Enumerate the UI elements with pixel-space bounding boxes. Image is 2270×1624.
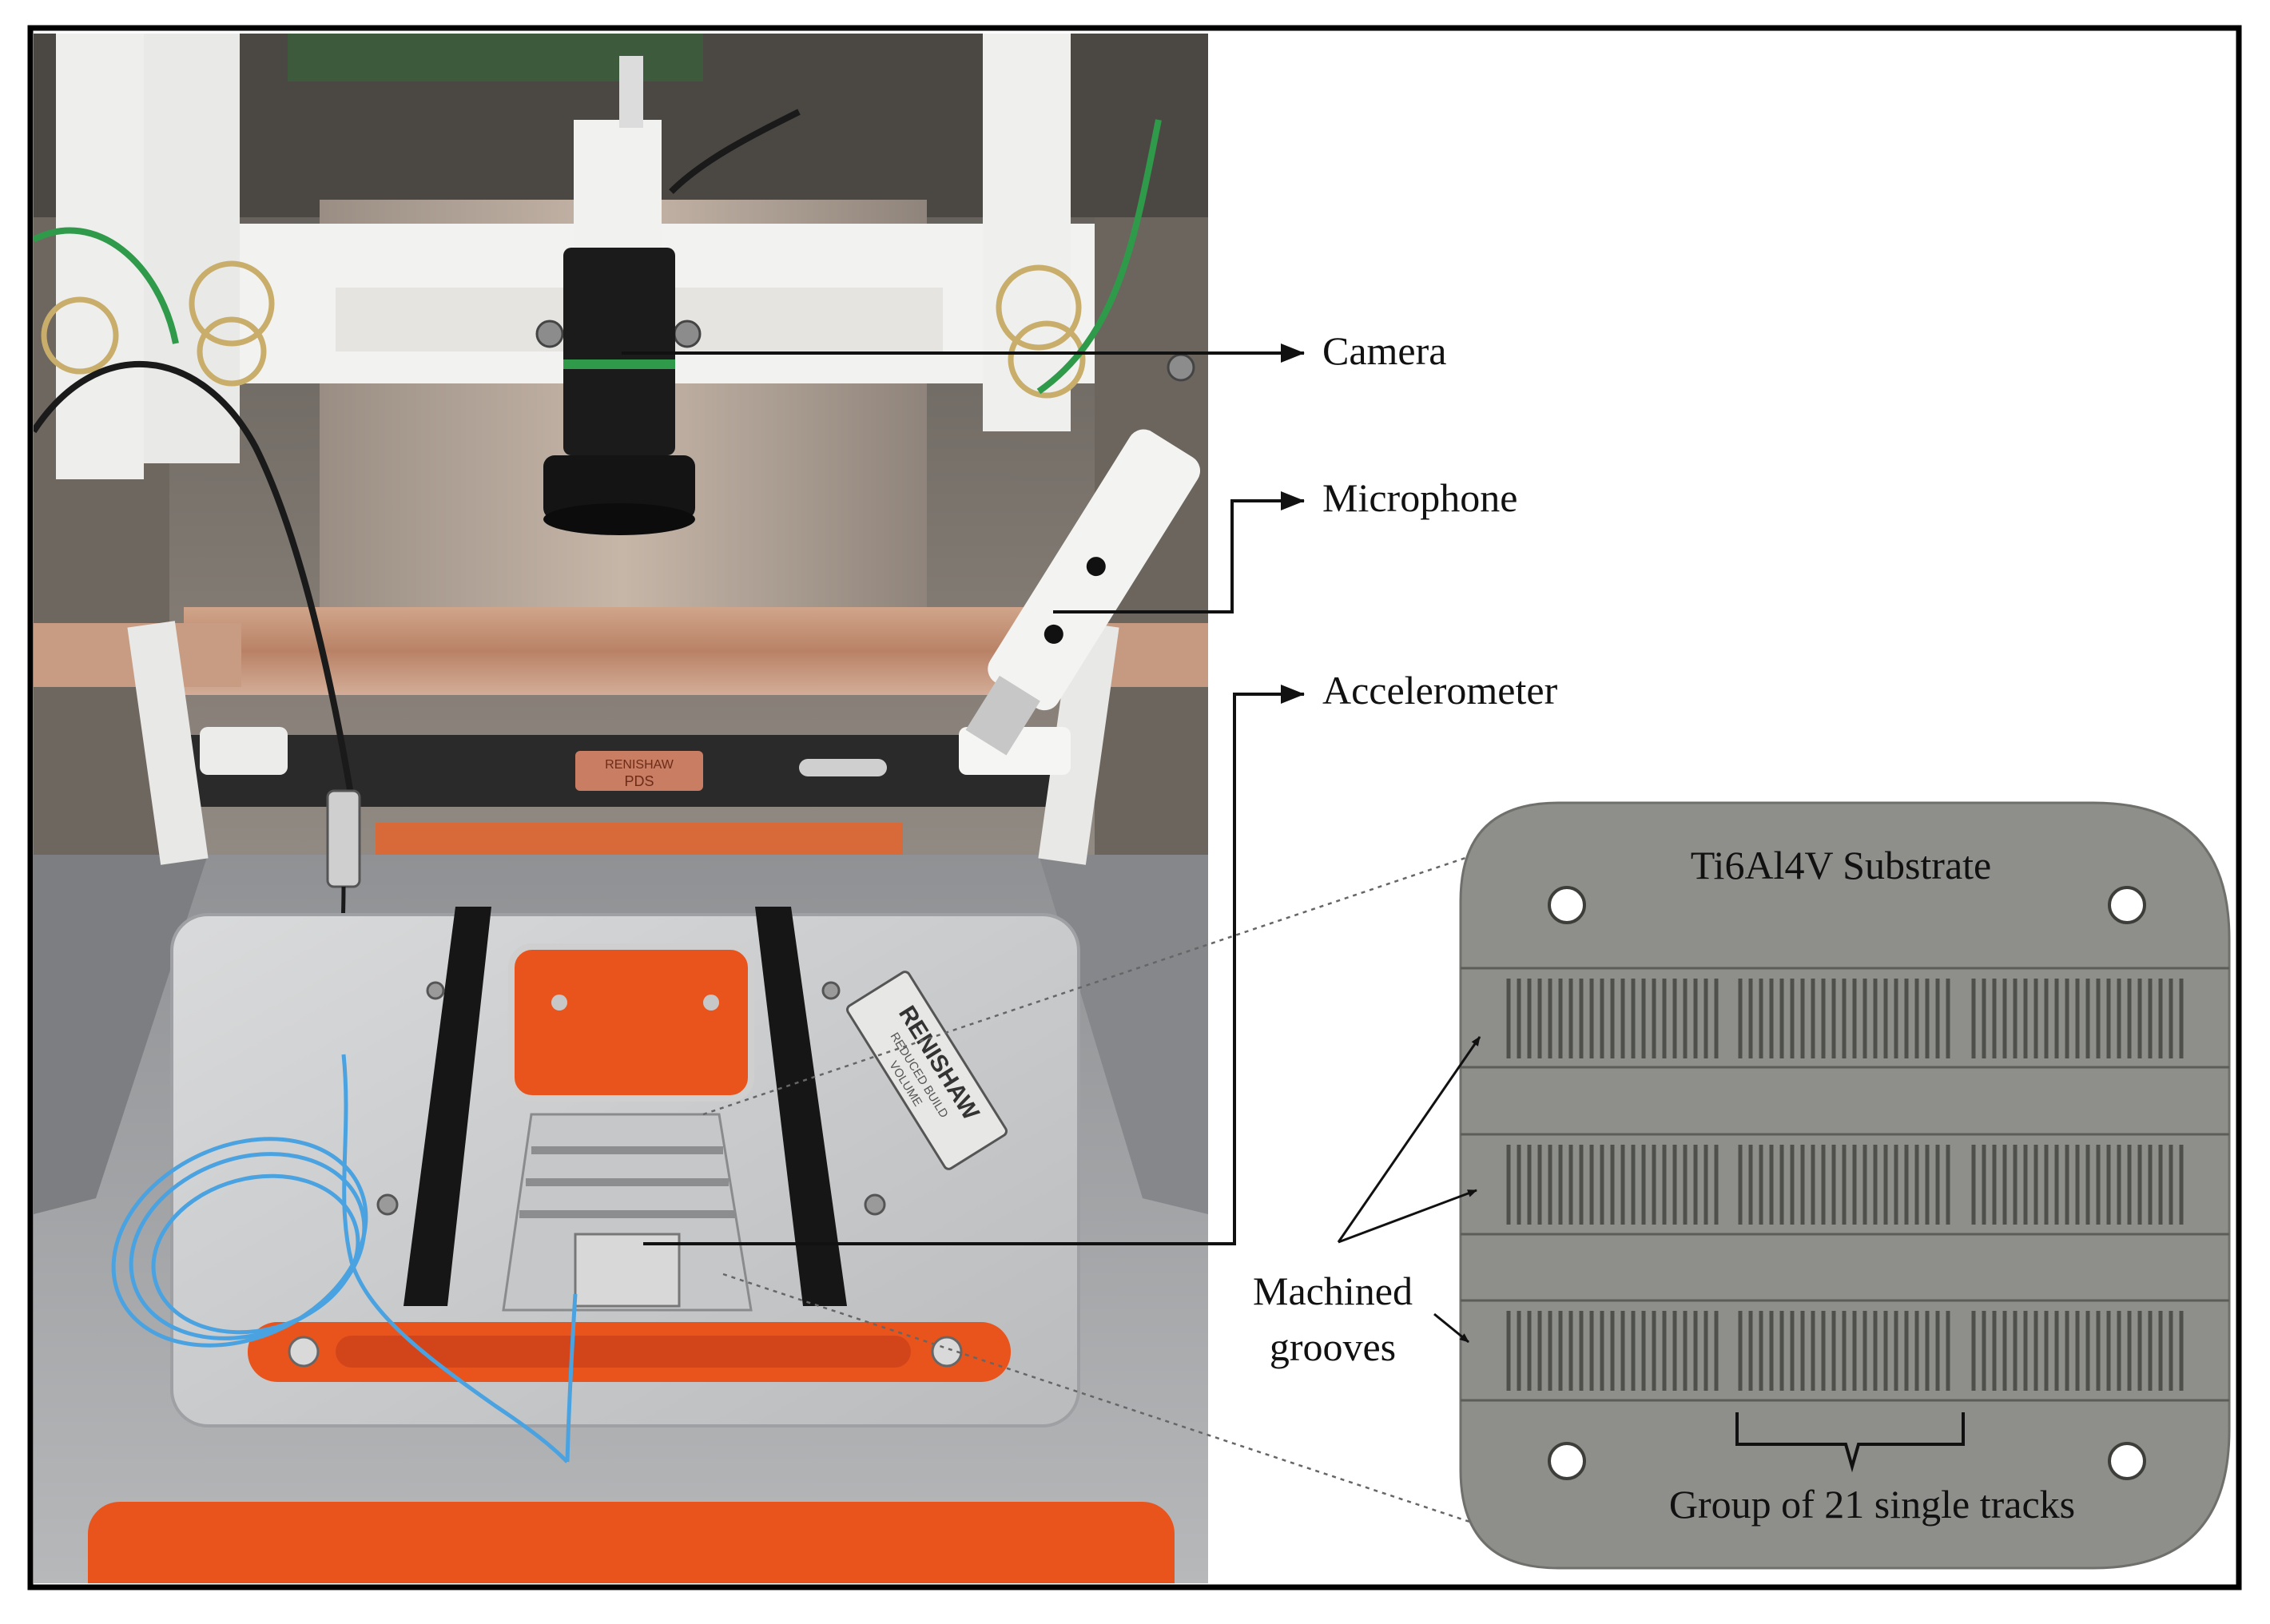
accelerometer-arrow [643, 685, 1305, 1245]
track-group [1506, 1145, 1719, 1225]
track-groups [1506, 979, 2184, 1391]
track-group [1738, 979, 1950, 1058]
group-brace [1735, 1412, 1965, 1473]
orange-window [508, 943, 754, 1102]
mounting-hole [2108, 1442, 2146, 1480]
grooves-label-line1: Machined [1253, 1269, 1413, 1313]
mounting-hole [1548, 886, 1586, 924]
track-group [1506, 979, 1719, 1058]
mounting-holes [1548, 886, 2146, 1480]
mounting-hole [1548, 1442, 1586, 1480]
microphone-body [965, 429, 1201, 756]
camera-label: Camera [1322, 328, 1446, 373]
recoater-badge-label: RENISHAW [605, 758, 674, 772]
track-group [1971, 979, 2184, 1058]
substrate-drawing: Ti6Al4V Substrate Machined grooves Group… [1253, 801, 2231, 1570]
zoom-lines [702, 829, 1579, 1559]
track-group [1738, 1311, 1950, 1391]
substrate-title: Ti6Al4V Substrate [1691, 843, 1991, 887]
accelerometer-label: Accelerometer [1322, 668, 1558, 713]
microphone-arrow [1053, 491, 1305, 613]
microphone-label: Microphone [1322, 475, 1517, 520]
track-group [1506, 1311, 1719, 1391]
track-group [1738, 1145, 1950, 1225]
grooves-label-line2: grooves [1270, 1324, 1396, 1369]
mounting-hole [2108, 886, 2146, 924]
camera-lens [543, 455, 695, 519]
recoater-badge [575, 751, 703, 791]
callout-arrows [622, 343, 1305, 1245]
camera-mount [574, 120, 662, 248]
machine-photo: RENISHAW PDS [34, 34, 1208, 1583]
group-label: Group of 21 single tracks [1669, 1482, 2075, 1527]
track-group [1971, 1311, 2184, 1391]
recoater-badge-sublabel: PDS [624, 773, 654, 789]
camera-body [563, 248, 675, 455]
renishaw-plate [846, 971, 1008, 1170]
track-group [1971, 1145, 2184, 1225]
